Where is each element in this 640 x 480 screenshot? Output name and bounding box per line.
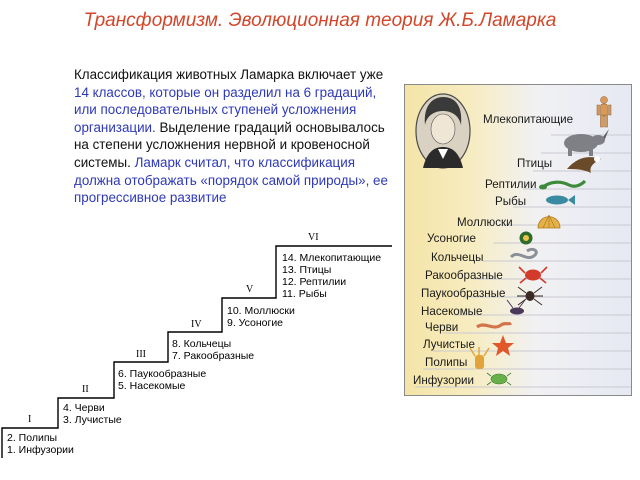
stair-6-line-4: 11. Рыбы <box>282 288 327 300</box>
gradation-roman-5: V <box>246 284 254 295</box>
ladder-label-insects: Насекомые <box>421 305 483 318</box>
intro-paragraph: Классификация животных Ламарка включает … <box>74 66 394 207</box>
lamarck-portrait <box>415 93 471 169</box>
stair-2-line-2: 3. Лучистые <box>63 414 122 426</box>
evolution-ladder-panel: Млекопитающие Птицы Рептилии Рыбы Моллюс… <box>404 84 632 396</box>
page-title: Трансформизм. Эволюционная теория Ж.Б.Ла… <box>83 10 557 31</box>
gradation-roman-6: VI <box>308 232 319 243</box>
fish-icon <box>546 195 575 205</box>
ladder-label-annelids: Кольчецы <box>431 251 484 264</box>
stair-1-line-1: 2. Полипы <box>7 432 57 444</box>
ladder-label-fish: Рыбы <box>495 195 527 208</box>
ladder-illustration <box>415 93 631 388</box>
gradation-roman-2: II <box>82 384 89 395</box>
staircase-outline <box>1 245 392 458</box>
worm-icon <box>476 321 513 329</box>
starfish-icon <box>492 335 514 356</box>
paragraph-highlight-order: Ламарк считал, что классификация должна … <box>74 154 388 206</box>
stair-6-line-2: 13. Птицы <box>282 264 331 276</box>
eagle-icon <box>567 156 601 173</box>
stair-3-line-1: 6. Паукообразные <box>118 368 206 380</box>
ladder-label-molluscs: Моллюски <box>457 216 513 229</box>
stair-2-line-1: 4. Черви <box>63 402 105 414</box>
stair-6-line-1: 14. Млекопитающие <box>282 252 381 264</box>
ladder-label-reptiles: Рептилии <box>485 178 537 191</box>
paragraph-highlight-classes: 14 классов, которые он разделил на 6 гра… <box>74 84 377 135</box>
ladder-label-arachnids: Паукообразные <box>421 287 506 300</box>
polyp-icon <box>469 347 490 369</box>
ladder-label-mammals: Млекопитающие <box>483 113 574 126</box>
rhino-icon <box>564 129 609 156</box>
lizard-icon <box>539 179 587 190</box>
insect-icon <box>506 299 526 315</box>
gradation-roman-3: III <box>136 349 146 360</box>
stair-5-line-1: 10. Моллюски <box>227 305 295 317</box>
shell-icon <box>537 214 561 229</box>
infusoria-icon <box>486 372 512 386</box>
stair-5-line-2: 9. Усоногие <box>227 317 283 329</box>
stair-3-line-2: 5. Насекомые <box>118 380 186 392</box>
gradation-roman-1: I <box>28 414 31 425</box>
ladder-label-worms: Черви <box>425 321 459 334</box>
gradation-roman-4: IV <box>191 319 202 330</box>
ladder-label-infusoria: Инфузории <box>413 374 474 387</box>
ladder-steps <box>415 134 631 388</box>
ladder-label-barnacles: Усоногие <box>427 232 476 245</box>
barnacle-icon <box>519 231 533 245</box>
ladder-label-radiata: Лучистые <box>423 338 475 351</box>
annelid-icon <box>509 247 538 260</box>
human-icon <box>596 96 612 128</box>
spider-icon <box>517 286 543 306</box>
ladder-label-birds: Птицы <box>517 157 553 170</box>
paragraph-part-1: Классификация животных Ламарка включает … <box>74 67 384 82</box>
paragraph-part-3: Выделение градаций основывалось на степе… <box>74 119 385 170</box>
stair-4-line-1: 8. Кольчецы <box>172 338 231 350</box>
ladder-label-crustaceans: Ракообразные <box>425 269 503 282</box>
ladder-label-polyps: Полипы <box>425 356 468 369</box>
crab-icon <box>518 266 548 284</box>
stair-1-line-2: 1. Инфузории <box>7 444 74 456</box>
stair-6-line-3: 12. Рептилии <box>282 276 346 288</box>
stair-4-line-2: 7. Ракообразные <box>172 350 254 362</box>
